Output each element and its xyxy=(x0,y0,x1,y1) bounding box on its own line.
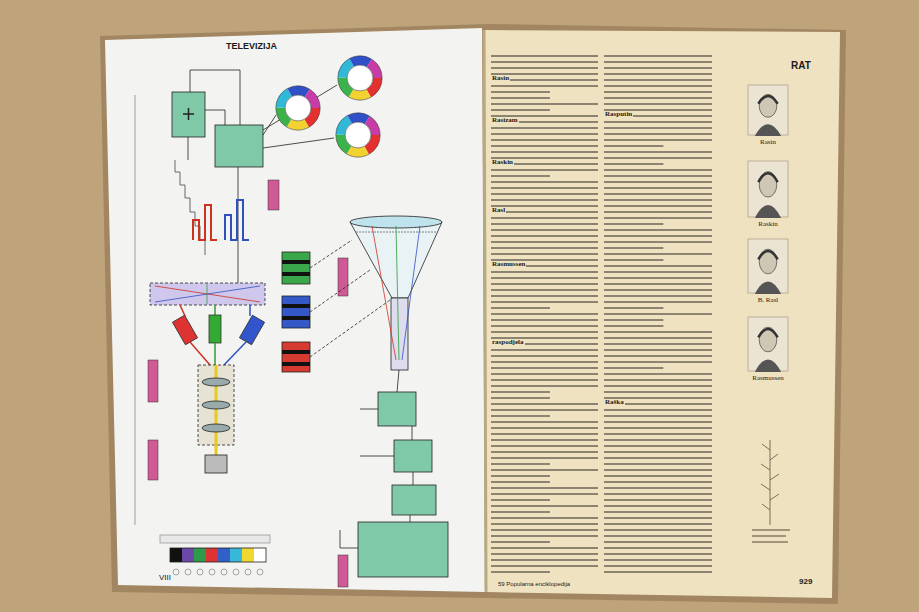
portrait: Rasmussen xyxy=(746,316,790,382)
headword: Rasizam xyxy=(491,117,519,125)
headword: Rasputin xyxy=(604,111,633,119)
portrait: Rasin xyxy=(746,84,790,146)
portrait: B. Rasl xyxy=(746,238,790,304)
page-number: VIII xyxy=(158,574,172,583)
portrait-frame xyxy=(748,85,788,135)
plant-illustration xyxy=(752,440,790,542)
portrait-hair xyxy=(758,251,777,259)
running-head: RAT xyxy=(790,60,812,71)
portrait-hair xyxy=(758,173,777,182)
portrait-body xyxy=(755,205,781,218)
portrait-body xyxy=(755,281,781,294)
portrait-face xyxy=(759,327,777,352)
portrait-body xyxy=(755,124,781,136)
portrait-face xyxy=(759,172,777,198)
portrait-frame xyxy=(748,239,788,293)
text-columns xyxy=(491,56,712,572)
headword: Rasin xyxy=(491,75,510,83)
page-title: TELEVIZIJA xyxy=(226,42,277,52)
portrait-picture xyxy=(746,316,790,372)
portrait-caption: Rasin xyxy=(746,138,790,146)
portrait-picture xyxy=(746,238,790,294)
portrait-frame xyxy=(748,317,788,371)
portrait-body xyxy=(755,359,781,372)
portrait-hair xyxy=(758,96,777,104)
headword: Rasmussen xyxy=(491,261,526,269)
footer: 59 Popularna enciklopedija xyxy=(497,581,571,588)
tv-diagram xyxy=(135,56,448,587)
portrait-face xyxy=(759,249,777,274)
portrait-caption: Raskin xyxy=(746,220,790,228)
headword: Rasl xyxy=(491,207,506,215)
portrait-hair xyxy=(758,329,777,337)
headword: Raška xyxy=(604,399,625,407)
portrait: Raskin xyxy=(746,160,790,228)
headword: Raskin xyxy=(491,159,514,167)
gutter xyxy=(484,30,486,592)
book-shadow xyxy=(100,24,846,604)
headword: raspodjela xyxy=(491,339,525,347)
portrait-caption: Rasmussen xyxy=(746,374,790,382)
right-page xyxy=(484,30,840,598)
portrait-frame xyxy=(748,161,788,217)
portrait-face xyxy=(759,94,777,117)
portrait-picture xyxy=(746,84,790,136)
left-page xyxy=(105,28,485,592)
page-number: 929 xyxy=(798,578,813,587)
portrait-caption: B. Rasl xyxy=(746,296,790,304)
portrait-picture xyxy=(746,160,790,218)
